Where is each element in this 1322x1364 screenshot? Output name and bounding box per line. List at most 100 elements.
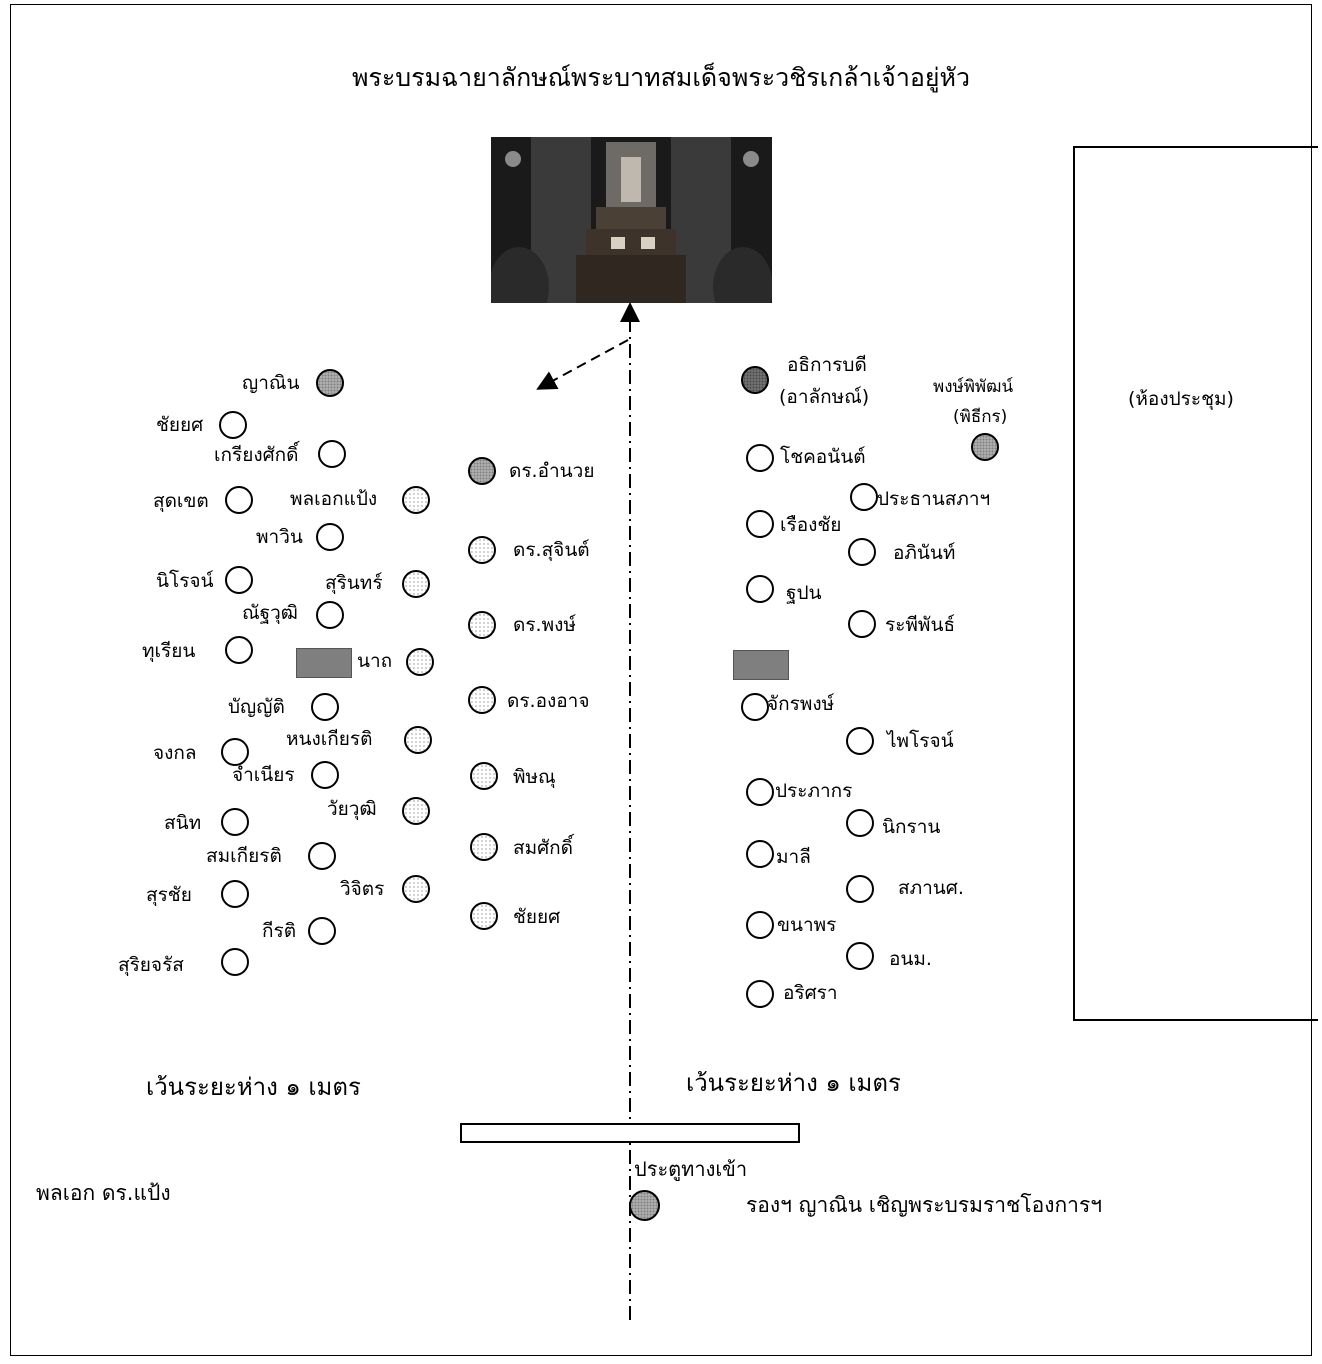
meeting-room-box [1073,146,1318,1021]
seat-label: สภานศ. [898,877,964,899]
seat-circle [468,536,496,564]
seat-label: อธิการบดี [787,354,867,376]
bottom-right-note: รองฯ ญาณิน เชิญพระบรมราชโองการฯ [746,1193,1103,1217]
seat-label: ดร.อำนวย [509,460,595,482]
seat-circle [406,648,434,676]
seat-label: จงกล [153,742,197,764]
seat-label: ประภากร [775,780,853,802]
seat-circle [470,833,498,861]
seat-label: นิโรจน์ [156,570,214,592]
seat-label: นาถ [357,650,393,672]
seat-label: (อาลักษณ์) [779,386,870,408]
seat-label: สุรชัย [146,884,192,906]
diagram-frame [10,4,1312,1356]
seat-label: สมศักดิ์ [513,837,574,859]
seat-circle [468,686,496,714]
seat-circle [846,942,874,970]
seat-circle [741,693,769,721]
entrance-label: ประตูทางเข้า [634,1157,748,1181]
seat-circle [746,778,774,806]
seat-label: โชคอนันต์ [780,446,866,468]
seat-label: เรืองชัย [780,514,842,536]
seat-circle [316,523,344,551]
seat-label: ฐปน [786,582,822,604]
seat-label: พลเอกแป้ง [290,488,378,510]
seat-label: ดร.องอาจ [507,690,590,712]
seat-circle [848,610,876,638]
seat-circle [308,842,336,870]
seat-label: จักรพงษ์ [767,693,835,715]
seat-circle [846,875,874,903]
seat-label: สุรินทร์ [325,572,383,594]
seat-label: พาวิน [256,526,303,548]
seat-label: มาลี [776,846,811,868]
seat-label: ชัยยศ [513,906,561,928]
seat-circle [848,538,876,566]
seat-label: บัญญัติ [228,696,285,718]
bottom-left-note: พลเอก ดร.แป้ง [36,1181,171,1205]
seat-circle [311,693,339,721]
seat-circle [402,486,430,514]
seat-circle [225,636,253,664]
seat-circle [850,483,878,511]
seat-label: วิจิตร [340,878,385,900]
diagram-title: พระบรมฉายาลักษณ์พระบาทสมเด็จพระวชิรเกล้า… [351,63,971,92]
spacing-note-right: เว้นระยะห่าง ๑ เมตร [686,1069,901,1097]
seat-circle [318,440,346,468]
seat-circle [219,411,247,439]
seat-circle [846,727,874,755]
seat-label: ขนาพร [777,914,837,936]
seat-label: จำเนียร [232,764,295,786]
seat-label: หนงเกียรติ [286,728,373,750]
seat-circle [402,875,430,903]
seat-label: ระพีพันธ์ [885,614,956,636]
seat-label: พิษณุ [513,766,556,788]
seat-label: ดร.พงษ์ [513,614,576,636]
seat-circle [221,880,249,908]
seat-circle [470,762,498,790]
seat-label: ทุเรียน [142,640,196,662]
seat-label: เกรียงศักดิ์ [214,444,299,466]
seat-label: สุริยจรัส [118,954,184,976]
seat-label: สนิท [164,812,202,834]
seat-circle [404,726,432,754]
seat-label: กีรติ [262,920,297,942]
seat-circle [221,738,249,766]
seat-circle [402,797,430,825]
seat-label: ดร.สุจินต์ [513,539,590,561]
seat-label: สุดเขต [153,490,209,512]
seat-circle [311,761,339,789]
seat-label: ประธานสภาฯ [877,488,991,510]
reserved-table [733,650,789,680]
royal-portrait-photo [491,137,772,303]
seat-circle [221,948,249,976]
seat-circle [746,510,774,538]
seat-label: อริศรา [783,982,838,1004]
seat-circle [629,1190,660,1221]
seat-label: ไพโรจน์ [887,730,954,752]
seat-circle [746,444,774,472]
seat-label: สมเกียรติ [206,845,282,867]
seat-circle [741,366,769,394]
reserved-table [296,648,352,678]
seat-label: ณัฐวุฒิ [242,602,298,624]
seat-label: อนม. [889,948,932,970]
seat-circle [746,911,774,939]
seat-circle [746,575,774,603]
spacing-note-left: เว้นระยะห่าง ๑ เมตร [146,1073,361,1101]
seat-circle [225,566,253,594]
seat-circle [971,433,999,461]
diagonal-arrow [536,339,629,390]
seat-circle [470,902,498,930]
seat-label: (พิธีกร) [953,407,1008,427]
seat-circle [316,601,344,629]
seat-circle [468,457,496,485]
seat-circle [746,980,774,1008]
entrance-door [460,1123,800,1143]
seat-circle [402,570,430,598]
seat-label: อภินันท์ [893,542,956,564]
portrait-photo-icon [491,137,772,303]
seat-label: ชัยยศ [156,414,204,436]
seat-circle [846,809,874,837]
